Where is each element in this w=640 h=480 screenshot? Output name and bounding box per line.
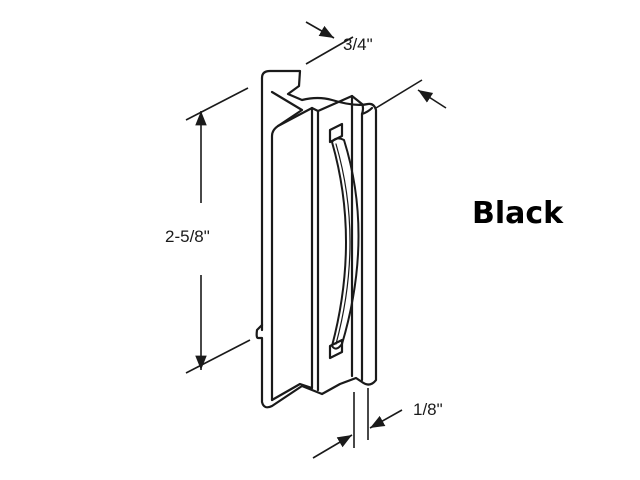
handle-slot-top [328, 122, 344, 144]
width-arrow-left [305, 21, 335, 39]
width-extension-line-left [305, 36, 354, 65]
height-dimension-label: 2-5/8" [165, 227, 210, 246]
height-extension-bottom [185, 339, 251, 374]
handle-back-plate [255, 69, 378, 409]
width-dimension-label: 3/4" [343, 35, 373, 54]
handle-grip [331, 137, 360, 350]
handle-front-face [270, 90, 304, 402]
width-extension-line-right [375, 79, 423, 109]
height-extension-top [185, 87, 249, 121]
width-arrow-right [417, 89, 447, 109]
handle-slot-bottom [328, 338, 344, 360]
thickness-dimension-label: 1/8" [413, 400, 443, 419]
thickness-arrow-right [369, 409, 403, 429]
thickness-arrow-left [312, 434, 353, 459]
handle-bottom-edge [270, 382, 314, 402]
color-label: Black [472, 196, 564, 231]
